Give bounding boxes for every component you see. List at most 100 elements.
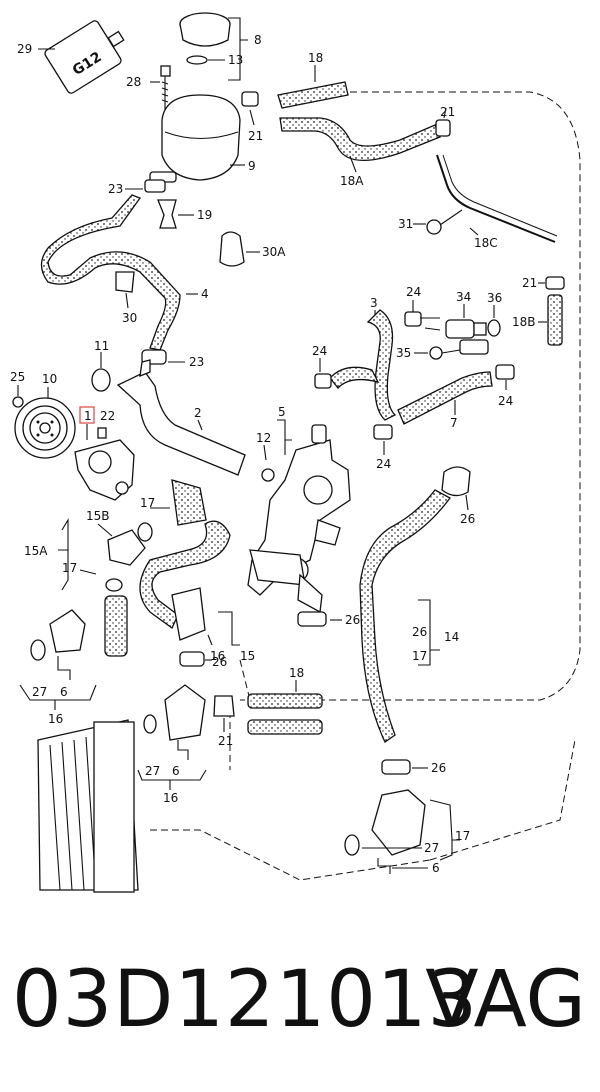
callout-31: 31 xyxy=(398,217,413,231)
callout-27-mid: 27 xyxy=(145,764,160,778)
hose-18-lower-a xyxy=(247,693,323,709)
callout-16-left: 16 xyxy=(48,712,63,726)
water-pump-1 xyxy=(74,427,135,501)
hose-17-upper xyxy=(171,479,207,526)
callout-6-lower: 6 xyxy=(432,861,440,875)
callout-17-mid: 17 xyxy=(62,561,77,575)
clamp-26-lower xyxy=(381,759,411,775)
callout-13: 13 xyxy=(228,53,243,67)
callout-6-left: 6 xyxy=(60,685,68,699)
callout-28: 28 xyxy=(126,75,141,89)
seal-17 xyxy=(137,522,153,542)
callout-14: 14 xyxy=(444,630,459,644)
callout-18B: 18B xyxy=(512,315,536,329)
clamp-21-lower xyxy=(213,695,235,717)
callout-17-upper: 17 xyxy=(140,496,155,510)
hose-3-lower xyxy=(329,366,380,389)
callout-29: 29 xyxy=(17,42,32,56)
seal-27-mid xyxy=(143,714,157,734)
callout-22: 22 xyxy=(100,409,115,423)
callout-26-lower: 26 xyxy=(431,761,446,775)
callout-34: 34 xyxy=(456,290,471,304)
seal-12 xyxy=(261,468,275,482)
callout-11: 11 xyxy=(94,339,109,353)
pipe-2 xyxy=(116,371,246,476)
connector-15B xyxy=(107,529,146,566)
callout-18-top: 18 xyxy=(308,51,323,65)
callout-25: 25 xyxy=(10,370,25,384)
clamp-24-lower xyxy=(373,424,393,440)
hose-15 xyxy=(139,520,231,629)
clamp-30 xyxy=(115,271,135,293)
callout-1: 1 xyxy=(84,409,92,423)
callout-26-mid: 26 xyxy=(345,613,360,627)
callout-17-lower: 17 xyxy=(455,829,470,843)
callout-35: 35 xyxy=(396,346,411,360)
hose-18B xyxy=(547,294,563,346)
callout-15: 15 xyxy=(240,649,255,663)
hose-18-lower-b xyxy=(247,719,323,735)
clamp-24-right xyxy=(495,364,515,380)
hose-4 xyxy=(40,194,181,351)
callout-7: 7 xyxy=(450,416,458,430)
clamp-24-left xyxy=(314,373,332,389)
callout-21-right: 21 xyxy=(522,276,537,290)
clamp-24-top xyxy=(404,311,422,327)
bolt-28 xyxy=(160,65,171,110)
coolant-system-diagram: G12 29 8 13 9 28 21 18 18A 21 xyxy=(10,12,581,893)
seal-15A xyxy=(105,578,123,592)
callout-3: 3 xyxy=(370,296,378,310)
callout-19: 19 xyxy=(197,208,212,222)
connector-35 xyxy=(429,339,489,360)
radiator xyxy=(37,719,139,893)
callout-4: 4 xyxy=(201,287,209,301)
connector-16-left xyxy=(49,609,86,653)
clamp-26-upper xyxy=(441,466,471,497)
callout-36: 36 xyxy=(487,291,502,305)
callout-10: 10 xyxy=(42,372,57,386)
callout-24-top: 24 xyxy=(406,285,421,299)
callout-21-tank: 21 xyxy=(248,129,263,143)
callout-18-lower: 18 xyxy=(289,666,304,680)
callout-30A: 30A xyxy=(262,245,286,259)
clamp-30A xyxy=(219,231,245,267)
callout-30: 30 xyxy=(122,311,137,325)
connector-16-mid xyxy=(164,684,206,741)
hose-15A xyxy=(104,595,128,657)
bolt-25 xyxy=(12,396,24,408)
clip-19 xyxy=(157,199,177,229)
coolant-flange-5 xyxy=(247,424,351,614)
breather-pipe-18C xyxy=(436,154,556,243)
callout-15B: 15B xyxy=(86,509,110,523)
callout-6-mid: 6 xyxy=(172,764,180,778)
expansion-tank xyxy=(149,94,241,183)
seal-36 xyxy=(487,319,501,337)
callout-26-upper: 26 xyxy=(460,512,475,526)
callout-24-right: 24 xyxy=(498,394,513,408)
clamp-21-right xyxy=(545,276,565,290)
callout-5: 5 xyxy=(278,405,286,419)
hose-3 xyxy=(366,309,397,421)
assembly-boundary xyxy=(150,91,581,881)
callout-16-mid-bottom: 16 xyxy=(163,791,178,805)
hose-7 xyxy=(397,371,493,425)
callout-26-group: 26 xyxy=(412,625,427,639)
callout-23-lower: 23 xyxy=(189,355,204,369)
clamp-23-tank xyxy=(144,179,166,193)
callout-27-left: 27 xyxy=(32,685,47,699)
callout-2: 2 xyxy=(194,406,202,420)
callout-24-lower: 24 xyxy=(376,457,391,471)
brand-name: VAG xyxy=(425,955,586,1045)
connector-15 xyxy=(171,587,206,641)
pulley-10 xyxy=(14,397,76,459)
hose-18 xyxy=(277,81,349,109)
callout-8: 8 xyxy=(254,33,262,47)
connector-17-lower xyxy=(371,789,426,856)
hose-14 xyxy=(359,489,451,743)
footer: 03D121013 VAG xyxy=(0,955,600,1065)
callout-17-group: 17 xyxy=(412,649,427,663)
hose-18A xyxy=(279,117,441,162)
callout-26-small: 26 xyxy=(212,655,227,669)
seal-27-left xyxy=(30,639,46,661)
callout-16-mid: 16 xyxy=(210,649,225,663)
